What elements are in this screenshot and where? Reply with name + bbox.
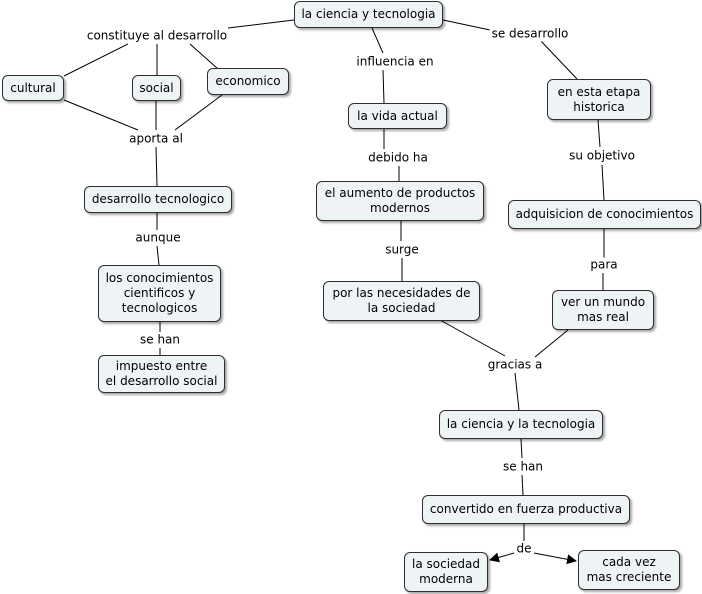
link-line xyxy=(597,119,601,148)
concept-la-ciencia-y-la-tecnologia: la ciencia y la tecnologia xyxy=(439,410,603,439)
arrow-to-cada-vez xyxy=(533,552,577,565)
phrase-de: de xyxy=(514,541,534,557)
link-line xyxy=(156,245,160,266)
link-line xyxy=(63,99,139,131)
phrase-su-objetivo: su objetivo xyxy=(567,148,637,164)
link-line xyxy=(189,43,219,70)
link-line xyxy=(63,43,129,77)
phrase-gracias-a: gracias a xyxy=(485,357,545,373)
concept-cultural: cultural xyxy=(2,75,64,101)
arrow-to-sociedad-moderna xyxy=(489,552,515,563)
concept-impuesto-entre: impuesto entre el desarrollo social xyxy=(98,355,225,393)
concept-economico: economico xyxy=(207,68,289,95)
phrase-debido-ha: debido ha xyxy=(366,150,430,166)
concept-el-aumento-de-productos: el aumento de productos modernos xyxy=(316,181,484,221)
link-line xyxy=(539,39,578,80)
link-line xyxy=(439,319,506,357)
phrase-aporta-al: aporta al xyxy=(127,131,185,147)
concept-convertido-en-fuerza-productiva: convertido en fuerza productiva xyxy=(422,495,630,524)
link-line xyxy=(382,69,385,104)
concept-cada-vez-mas-creciente: cada vez mas creciente xyxy=(578,550,680,590)
phrase-se-desarrollo: se desarrollo xyxy=(489,26,571,42)
link-line xyxy=(521,474,524,496)
link-line xyxy=(520,438,523,459)
phrase-se-han-left: se han xyxy=(137,332,183,348)
concept-la-sociedad-moderna: la sociedad moderna xyxy=(404,552,488,592)
link-line xyxy=(514,372,520,411)
concept-desarrollo-tecnologico: desarrollo tecnologico xyxy=(84,186,232,213)
concept-por-las-necesidades: por las necesidades de la sociedad xyxy=(323,281,480,321)
phrase-se-han-bottom: se han xyxy=(500,459,546,475)
link-line xyxy=(371,27,384,54)
phrase-aunque: aunque xyxy=(133,230,183,246)
concept-la-ciencia-y-tecnologia: la ciencia y tecnologia xyxy=(294,1,443,28)
concept-ver-un-mundo-mas-real: ver un mundo mas real xyxy=(552,290,654,330)
link-line xyxy=(601,164,605,201)
phrase-constituye-al-desarrollo: constituye al desarrollo xyxy=(84,28,230,44)
link-line xyxy=(174,94,223,131)
concept-la-vida-actual: la vida actual xyxy=(348,103,447,129)
phrase-influencia-en: influencia en xyxy=(354,54,436,70)
link-line xyxy=(155,146,158,187)
concept-adquisicion-de-conocimientos: adquisicion de conocimientos xyxy=(508,200,701,229)
concept-social: social xyxy=(132,75,181,101)
phrase-para: para xyxy=(588,257,620,273)
phrase-surge: surge xyxy=(383,242,421,258)
link-line xyxy=(442,19,491,31)
concept-en-esta-etapa-historica: en esta etapa historica xyxy=(547,79,651,120)
concept-los-conocimientos: los conocimientos cientificos y tecnolog… xyxy=(98,265,221,322)
link-line xyxy=(534,329,569,358)
link-line xyxy=(227,19,295,29)
